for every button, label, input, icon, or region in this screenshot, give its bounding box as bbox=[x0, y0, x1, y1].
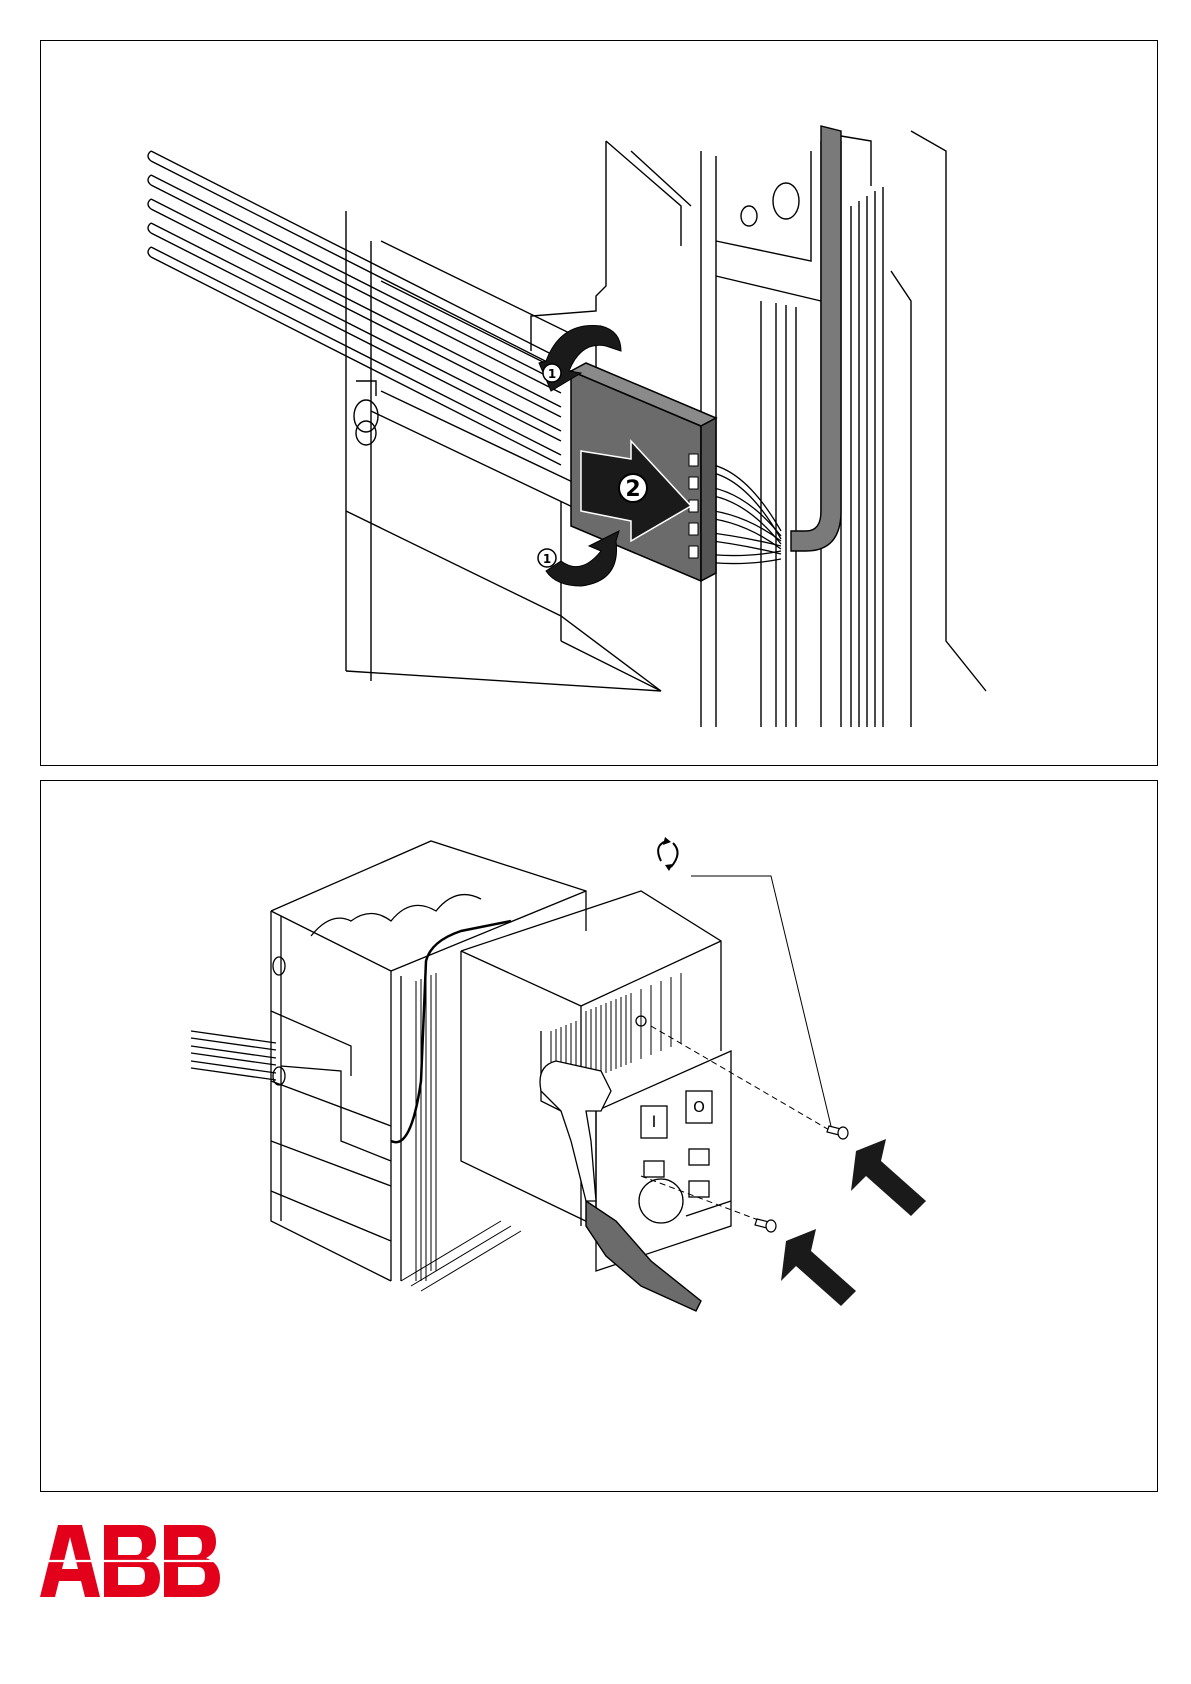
screw-leader-line bbox=[691, 876, 831, 1126]
switch-windows bbox=[641, 1091, 731, 1216]
cable bbox=[791, 126, 841, 551]
step-1-label-lower: 1 bbox=[543, 552, 551, 566]
abb-logo bbox=[40, 1525, 220, 1597]
insert-arrow-upper bbox=[851, 1139, 926, 1216]
breaker-body bbox=[271, 841, 586, 1281]
insert-arrow-lower bbox=[781, 1229, 856, 1306]
wire-stubs bbox=[191, 1031, 276, 1080]
screw-alignment-lines bbox=[641, 1026, 831, 1221]
handle-hinge bbox=[540, 1061, 611, 1201]
figure-panel-disconnect-connector: 2 1 1 bbox=[40, 40, 1158, 766]
switch-off-symbol: O bbox=[693, 1098, 705, 1116]
switch-on-symbol: I bbox=[652, 1112, 657, 1131]
connector-removal-drawing: 2 1 1 bbox=[41, 41, 1158, 766]
tighten-rotation-icon bbox=[658, 837, 677, 871]
rotate-arrow-lower bbox=[546, 531, 619, 586]
step-2-label: 2 bbox=[625, 477, 640, 502]
operating-handle bbox=[586, 1201, 701, 1311]
handle-mounting-drawing: I O bbox=[41, 781, 1158, 1492]
screw-lower bbox=[755, 1219, 776, 1232]
internal-cable bbox=[391, 921, 511, 1142]
screw-upper bbox=[827, 1126, 848, 1139]
figure-panel-fit-handle: I O bbox=[40, 780, 1158, 1492]
step-1-label-upper: 1 bbox=[548, 367, 556, 381]
side-rail bbox=[701, 131, 986, 727]
